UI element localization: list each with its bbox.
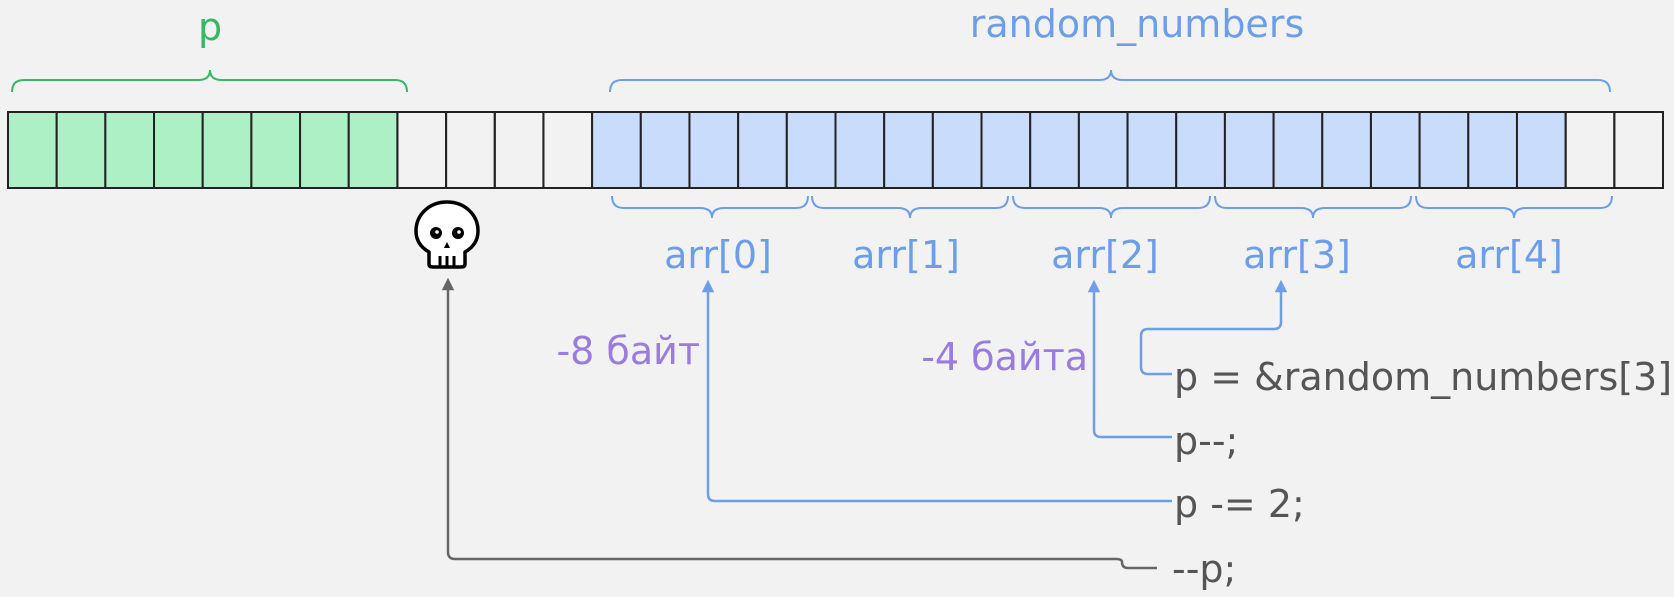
pointer-byte-cell <box>250 111 302 189</box>
empty-byte-cell <box>396 111 448 189</box>
pointer-variable-label: p <box>198 5 222 49</box>
code-line-assign: p = &random_numbers[3]; <box>1174 355 1674 399</box>
element-brace-3 <box>1214 195 1412 219</box>
empty-byte-cell <box>1564 111 1616 189</box>
memory-cells <box>7 111 1664 189</box>
pointer-byte-cell <box>7 111 58 189</box>
array-byte-cell <box>1029 111 1080 189</box>
pointer-byte-cell <box>201 111 253 189</box>
pointer-byte-cell <box>153 111 204 189</box>
element-brace-1 <box>811 195 1009 219</box>
array-byte-cell <box>1272 111 1324 189</box>
array-byte-cell <box>931 111 983 189</box>
array-variable-label: random_numbers <box>970 2 1305 46</box>
element-brace-2 <box>1012 195 1211 219</box>
pointer-byte-cell <box>347 111 399 189</box>
element-brace-0 <box>611 195 809 219</box>
code-line-decrement: p--; <box>1174 419 1238 463</box>
element-label-0: arr[0] <box>664 233 772 277</box>
array-byte-cell <box>688 111 740 189</box>
pointer-byte-cell <box>299 111 350 189</box>
element-label-1: arr[1] <box>852 233 960 277</box>
pointer-brace <box>11 69 408 93</box>
skull-icon <box>414 200 480 269</box>
offset-label-8-bytes: -8 байт <box>556 329 700 373</box>
code-line-minus-assign: p -= 2; <box>1174 482 1305 526</box>
pointer-byte-cell <box>104 111 156 189</box>
array-byte-cell <box>980 111 1032 189</box>
array-byte-cell <box>737 111 788 189</box>
code-line-predecrement: --p; <box>1172 547 1236 591</box>
arrow-predecrement-to-skull <box>441 277 1157 570</box>
empty-byte-cell <box>445 111 496 189</box>
array-byte-cell <box>785 111 837 189</box>
array-byte-cell <box>1126 111 1178 189</box>
array-byte-cell <box>1175 111 1226 189</box>
arrow-minus2-to-arr0 <box>701 279 1172 503</box>
array-byte-cell <box>1418 111 1470 189</box>
array-brace <box>609 69 1611 93</box>
empty-byte-cell <box>1613 111 1664 189</box>
element-brace-4 <box>1415 195 1613 219</box>
empty-byte-cell <box>493 111 545 189</box>
array-byte-cell <box>1369 111 1421 189</box>
element-label-2: arr[2] <box>1051 233 1159 277</box>
array-byte-cell <box>883 111 934 189</box>
array-byte-cell <box>639 111 691 189</box>
arrow-assign-to-arr3 <box>1139 279 1288 376</box>
array-byte-cell <box>1077 111 1129 189</box>
pointer-byte-cell <box>55 111 107 189</box>
arrow-decrement-to-arr2 <box>1087 279 1172 439</box>
element-label-3: arr[3] <box>1243 233 1351 277</box>
array-byte-cell <box>834 111 886 189</box>
empty-byte-cell <box>542 111 594 189</box>
array-byte-cell <box>1467 111 1518 189</box>
array-byte-cell <box>1321 111 1372 189</box>
offset-label-4-bytes: -4 байта <box>921 335 1088 379</box>
element-label-4: arr[4] <box>1455 233 1563 277</box>
array-byte-cell <box>1223 111 1275 189</box>
array-byte-cell <box>1515 111 1567 189</box>
array-byte-cell <box>591 111 642 189</box>
